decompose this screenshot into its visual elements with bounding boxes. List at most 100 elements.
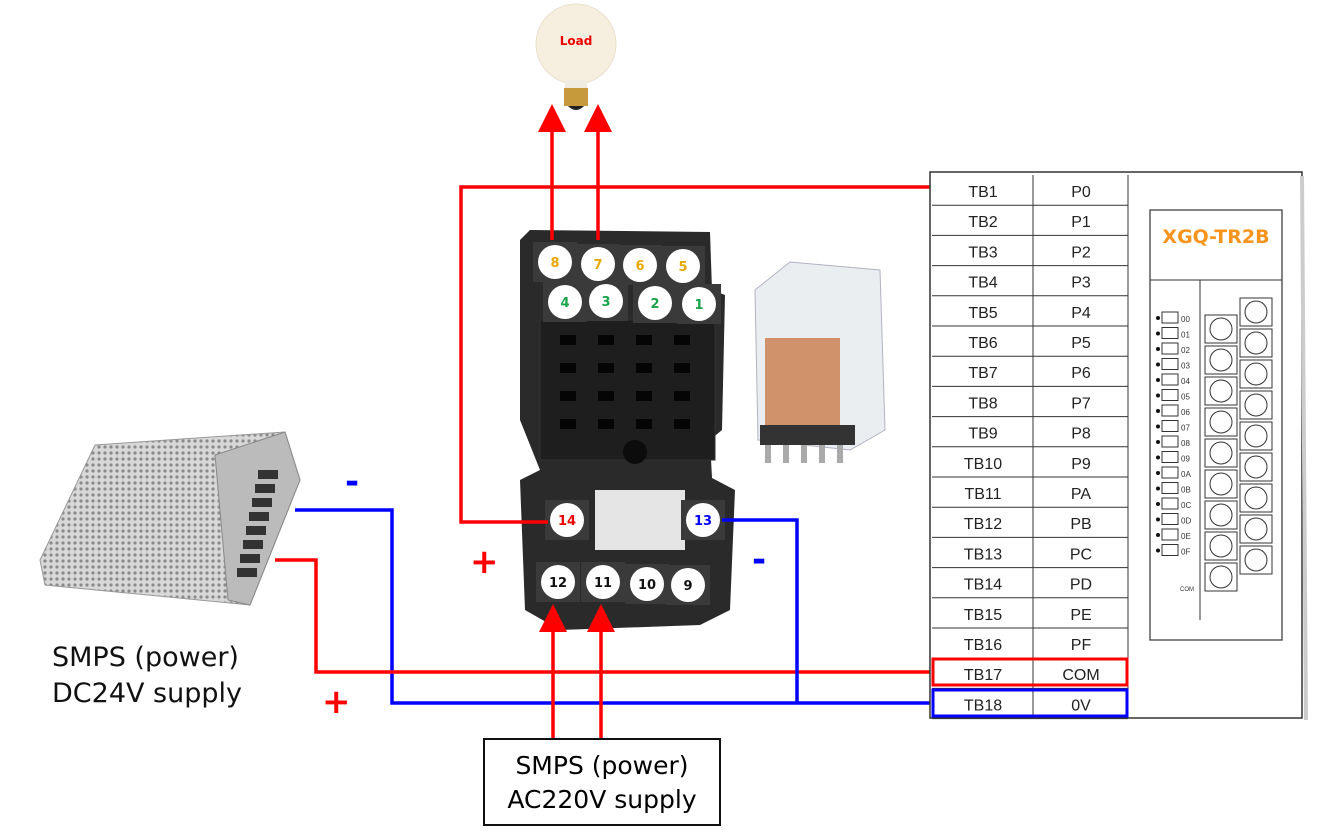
tb18-highlight — [931, 688, 1129, 718]
smps-ac-line1: SMPS (power) — [515, 751, 689, 780]
screw-icon — [1204, 469, 1238, 499]
relay-pin — [765, 445, 771, 463]
terminal-6: 6 — [618, 245, 662, 285]
tb-terminal: TB12 — [964, 516, 1002, 533]
module-channel: 02 — [1181, 346, 1190, 355]
smps-ac-box: SMPS (power) AC220V supply — [483, 738, 721, 826]
module-title: XGQ-TR2B — [1162, 226, 1270, 248]
terminal-7: 7 — [576, 244, 620, 284]
tb-signal: PC — [1070, 546, 1092, 563]
tb-terminal: TB18 — [964, 697, 1002, 714]
table-row: TB12 PB — [932, 516, 1128, 538]
terminal-1: 1 — [677, 284, 721, 324]
coil-minus-sign: - — [752, 540, 767, 580]
terminal-5: 5 — [661, 246, 705, 286]
smps-plus-sign: + — [322, 682, 351, 722]
tb-terminal: TB10 — [964, 456, 1002, 473]
tb-signal: P6 — [1071, 365, 1091, 382]
tb-terminal: TB3 — [968, 244, 997, 261]
screw-icon — [1239, 359, 1273, 389]
module-channel: 0A — [1181, 470, 1191, 479]
module-channel: 04 — [1181, 377, 1190, 386]
terminal-number: 6 — [635, 259, 644, 274]
terminal-3: 3 — [584, 281, 628, 321]
table-row: TB8 P7 — [932, 395, 1128, 418]
terminal-9: 9 — [666, 565, 710, 605]
module-com: COM — [1180, 587, 1194, 593]
module-channel: 08 — [1181, 439, 1190, 448]
screw-icon — [1239, 297, 1273, 327]
tb-signal: P9 — [1071, 456, 1091, 473]
wires — [275, 104, 932, 738]
terminal-10: 10 — [625, 564, 669, 604]
tb-terminal: TB7 — [968, 365, 997, 382]
tb-signal: P2 — [1071, 244, 1091, 261]
screw-icon — [1204, 500, 1238, 530]
terminal-number: 8 — [550, 256, 559, 271]
module-channel: 06 — [1181, 408, 1190, 417]
terminal-2: 2 — [633, 283, 677, 323]
tb-signal: COM — [1062, 667, 1099, 684]
smps-dc-line2: DC24V supply — [52, 678, 242, 709]
relay-pin — [801, 445, 807, 463]
module-channel: 0D — [1181, 517, 1191, 526]
tb-terminal: TB13 — [964, 546, 1002, 563]
smps-ac-line2: AC220V supply — [507, 785, 697, 814]
tb-terminal: TB17 — [964, 667, 1002, 684]
tb-terminal: TB1 — [968, 184, 997, 201]
terminal-11: 11 — [581, 562, 625, 602]
screw-icon — [1204, 438, 1238, 468]
tb-terminal: TB6 — [968, 335, 997, 352]
table-row: TB17 COM — [932, 667, 1128, 689]
module-channel: 0B — [1181, 486, 1191, 495]
terminal-number: 13 — [694, 514, 712, 529]
tb-terminal: TB5 — [968, 305, 997, 322]
screw-icon — [1204, 314, 1238, 344]
terminal-number: 2 — [650, 297, 659, 312]
terminal-number: 3 — [601, 295, 610, 310]
tb-signal: PD — [1070, 577, 1092, 594]
terminal-13: 13 — [681, 500, 725, 540]
terminal-14: 14 — [545, 500, 589, 540]
terminal-number: 7 — [593, 258, 602, 273]
terminal-number: 1 — [694, 298, 703, 313]
coil-plus-sign: + — [470, 542, 499, 582]
tb-signal: PB — [1070, 516, 1091, 533]
relay-pin — [837, 445, 843, 463]
screw-icon — [1204, 531, 1238, 561]
table-row: TB7 P6 — [932, 365, 1128, 387]
tb-signal: PE — [1070, 607, 1091, 624]
relay — [754, 261, 886, 463]
tb-signal: P3 — [1071, 275, 1091, 292]
module-channel: 07 — [1181, 424, 1190, 433]
screw-icon — [1239, 545, 1273, 575]
tb-signal: 0V — [1071, 697, 1091, 714]
module-channel: 03 — [1181, 362, 1190, 371]
tb17-highlight — [931, 657, 1129, 687]
screw-icon — [1204, 376, 1238, 406]
table-row: TB15 PE — [932, 607, 1128, 629]
terminal-number: 5 — [678, 260, 687, 275]
tb-terminal: TB15 — [964, 607, 1002, 624]
tb-terminal: TB11 — [964, 486, 1001, 503]
terminal-number: 10 — [638, 578, 656, 593]
tb-signal: P7 — [1071, 395, 1091, 412]
module-channel: 09 — [1181, 455, 1190, 464]
screw-icon — [1239, 328, 1273, 358]
tb-terminal: TB8 — [968, 395, 997, 412]
terminal-number: 12 — [549, 576, 567, 591]
screw-icon — [1239, 421, 1273, 451]
load-bulb — [535, 3, 617, 110]
module-channel: 0F — [1181, 548, 1190, 557]
module-channel: 0C — [1181, 501, 1191, 510]
table-row: TB18 0V — [932, 697, 1128, 720]
smps-dc-label: SMPS (power)DC24V supply — [52, 640, 242, 712]
